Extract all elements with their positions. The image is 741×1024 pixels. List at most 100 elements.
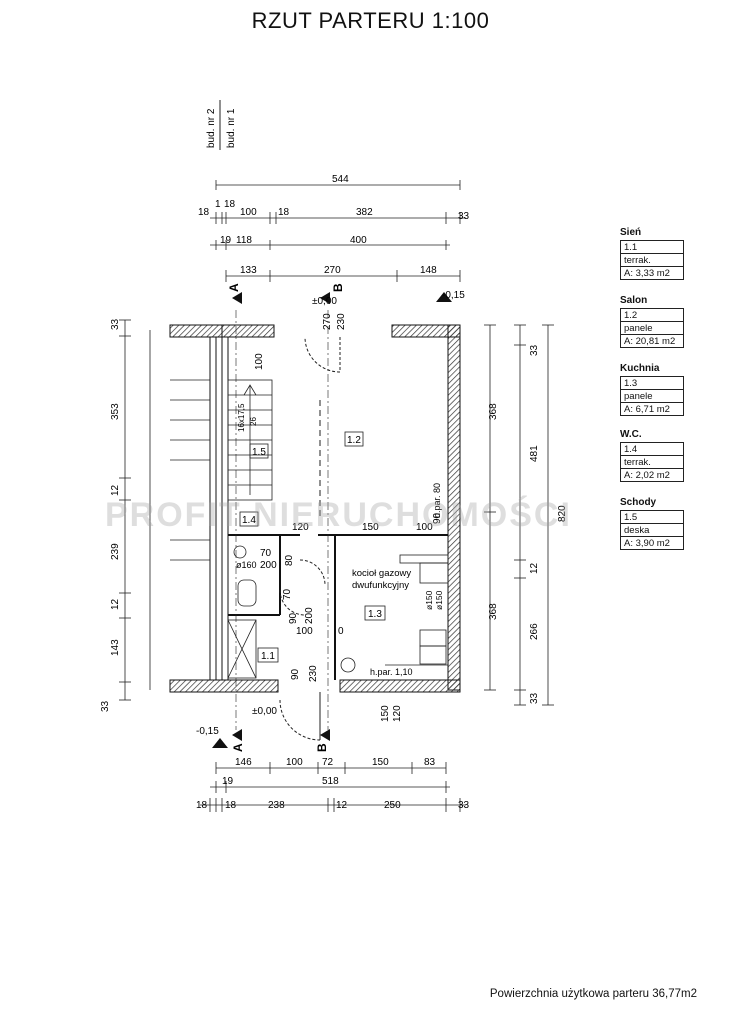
wc-dim-70b: 70 (282, 588, 293, 600)
dim-t2-2: 18 (224, 199, 236, 210)
dim-b2-0: 19 (222, 776, 234, 787)
legend-number: 1.1 (620, 240, 684, 253)
kitchen-vent-2: ø150 (434, 590, 444, 610)
dim-t2-6: 33 (458, 211, 470, 222)
wc-vent: ø160 (236, 560, 257, 570)
legend-area: A: 3,90 m2 (620, 536, 684, 550)
legend-name: W.C. (620, 429, 642, 440)
dim-r-mid-3: 266 (529, 623, 540, 640)
hall-dim-100: 100 (296, 626, 313, 637)
kitchen-window-120: 120 (392, 705, 403, 722)
dim-b3-5: 33 (458, 800, 470, 811)
hall-dim-200: 200 (304, 607, 315, 624)
dim-mid-120: 120 (292, 522, 309, 533)
dim-t2-0: 18 (198, 207, 210, 218)
kitchen-vent-1: ø150 (424, 590, 434, 610)
dim-t2-4: 18 (278, 207, 290, 218)
dim-l-5: 143 (110, 639, 121, 656)
room-1-4-label: 1.4 (242, 515, 256, 526)
dim-b3-3: 12 (336, 800, 348, 811)
wc-fixtures (227, 545, 257, 679)
room-1-5-label: 1.5 (252, 447, 266, 458)
kitchen-fixtures (340, 554, 449, 673)
legend-salon: Salon 1.2 panele A: 20,81 m2 (620, 294, 684, 348)
usable-area-footer: Powierzchnia użytkowa parteru 36,77m2 (489, 988, 697, 1000)
legend-area: A: 2,02 m2 (620, 468, 684, 482)
legend-wc: W.C. 1.4 terrak. A: 2,02 m2 (620, 428, 684, 482)
dim-t3-0: 19 (220, 235, 232, 246)
door-top-a: 270 (322, 313, 333, 330)
page-title: RZUT PARTERU 1:100 (251, 8, 490, 33)
dim-mid-100: 100 (416, 522, 433, 533)
watermark: PROFIT NIERUCHOMOŚCI (105, 496, 572, 534)
dim-stairs-100: 100 (254, 353, 265, 370)
wc-dim-200: 200 (260, 560, 277, 571)
right-dimensions (484, 324, 554, 706)
dim-b1-2: 72 (322, 757, 334, 768)
legend-number: 1.2 (620, 308, 684, 321)
salon-window-90: 90 (432, 512, 443, 524)
level-top: ±0,00 (312, 296, 337, 307)
dim-r-mid-2: 12 (529, 562, 540, 574)
left-dimensions (119, 319, 151, 701)
dim-b1-3: 150 (372, 757, 389, 768)
dim-t4-0: 133 (240, 265, 257, 276)
legend-kuchnia: Kuchnia 1.3 panele A: 6,71 m2 (620, 362, 684, 416)
level-right: -0,15 (442, 290, 465, 301)
dim-r-mid-1: 481 (529, 445, 540, 462)
legend-floor: terrak. (620, 455, 684, 468)
legend-floor: deska (620, 523, 684, 536)
section-markers (212, 292, 452, 748)
dim-b1-0: 146 (235, 757, 252, 768)
dim-l-4: 12 (110, 598, 121, 610)
legend-area: A: 3,33 m2 (620, 266, 684, 280)
dim-b3-2: 238 (268, 800, 285, 811)
legend-number: 1.4 (620, 442, 684, 455)
hall-door-90: 90 (290, 668, 301, 680)
section-a-top: A (227, 283, 241, 292)
level-bottom: ±0,00 (252, 706, 277, 717)
stairs (170, 379, 273, 561)
dim-r-mid-0: 33 (529, 344, 540, 356)
legend-name: Kuchnia (620, 363, 660, 374)
dim-r-mid-4: 33 (529, 692, 540, 704)
dim-l-6: 33 (100, 700, 111, 712)
section-b-top: B (331, 283, 345, 292)
legend-name: Schody (620, 497, 657, 508)
door-top-b: 230 (336, 313, 347, 330)
dim-t3-2: 400 (350, 235, 367, 246)
stairs-tread: 26 (249, 417, 258, 426)
dim-l-2: 12 (110, 484, 121, 496)
level-left: -0,15 (196, 726, 219, 737)
dim-t3-1: 118 (236, 235, 252, 246)
legend-name: Salon (620, 295, 648, 306)
stairs-steps: 16x17,5 (237, 403, 246, 432)
legend-area: A: 20,81 m2 (620, 334, 684, 348)
legend-floor: panele (620, 389, 684, 402)
dim-t2-5: 382 (356, 207, 373, 218)
dim-t4-2: 148 (420, 265, 437, 276)
hall-dim-0: 0 (338, 626, 344, 637)
section-b-bottom: B (315, 743, 329, 752)
dim-t2-1: 1 (215, 199, 221, 210)
room-1-2-label: 1.2 (347, 435, 361, 446)
wc-dim-80: 80 (284, 554, 295, 566)
kitchen-boiler-1: kocioł gazowy (352, 568, 411, 579)
legend-floor: panele (620, 321, 684, 334)
kitchen-hpar: h.par. 1,10 (370, 667, 413, 677)
dim-t2-3: 100 (240, 207, 257, 218)
dim-t4-1: 270 (324, 265, 341, 276)
dim-r-outer-0: 820 (557, 505, 568, 522)
dim-l-1: 353 (110, 403, 121, 420)
bottom-dimensions (200, 762, 466, 812)
walls (169, 324, 461, 693)
legend-number: 1.5 (620, 510, 684, 523)
legend-schody: Schody 1.5 deska A: 3,90 m2 (620, 496, 684, 550)
doors (279, 336, 341, 741)
dim-b1-4: 83 (424, 757, 436, 768)
dim-r-inner-1: 368 (488, 603, 499, 620)
kitchen-window-150: 150 (380, 705, 391, 722)
dim-mid-150: 150 (362, 522, 379, 533)
dim-l-0: 33 (110, 318, 121, 330)
